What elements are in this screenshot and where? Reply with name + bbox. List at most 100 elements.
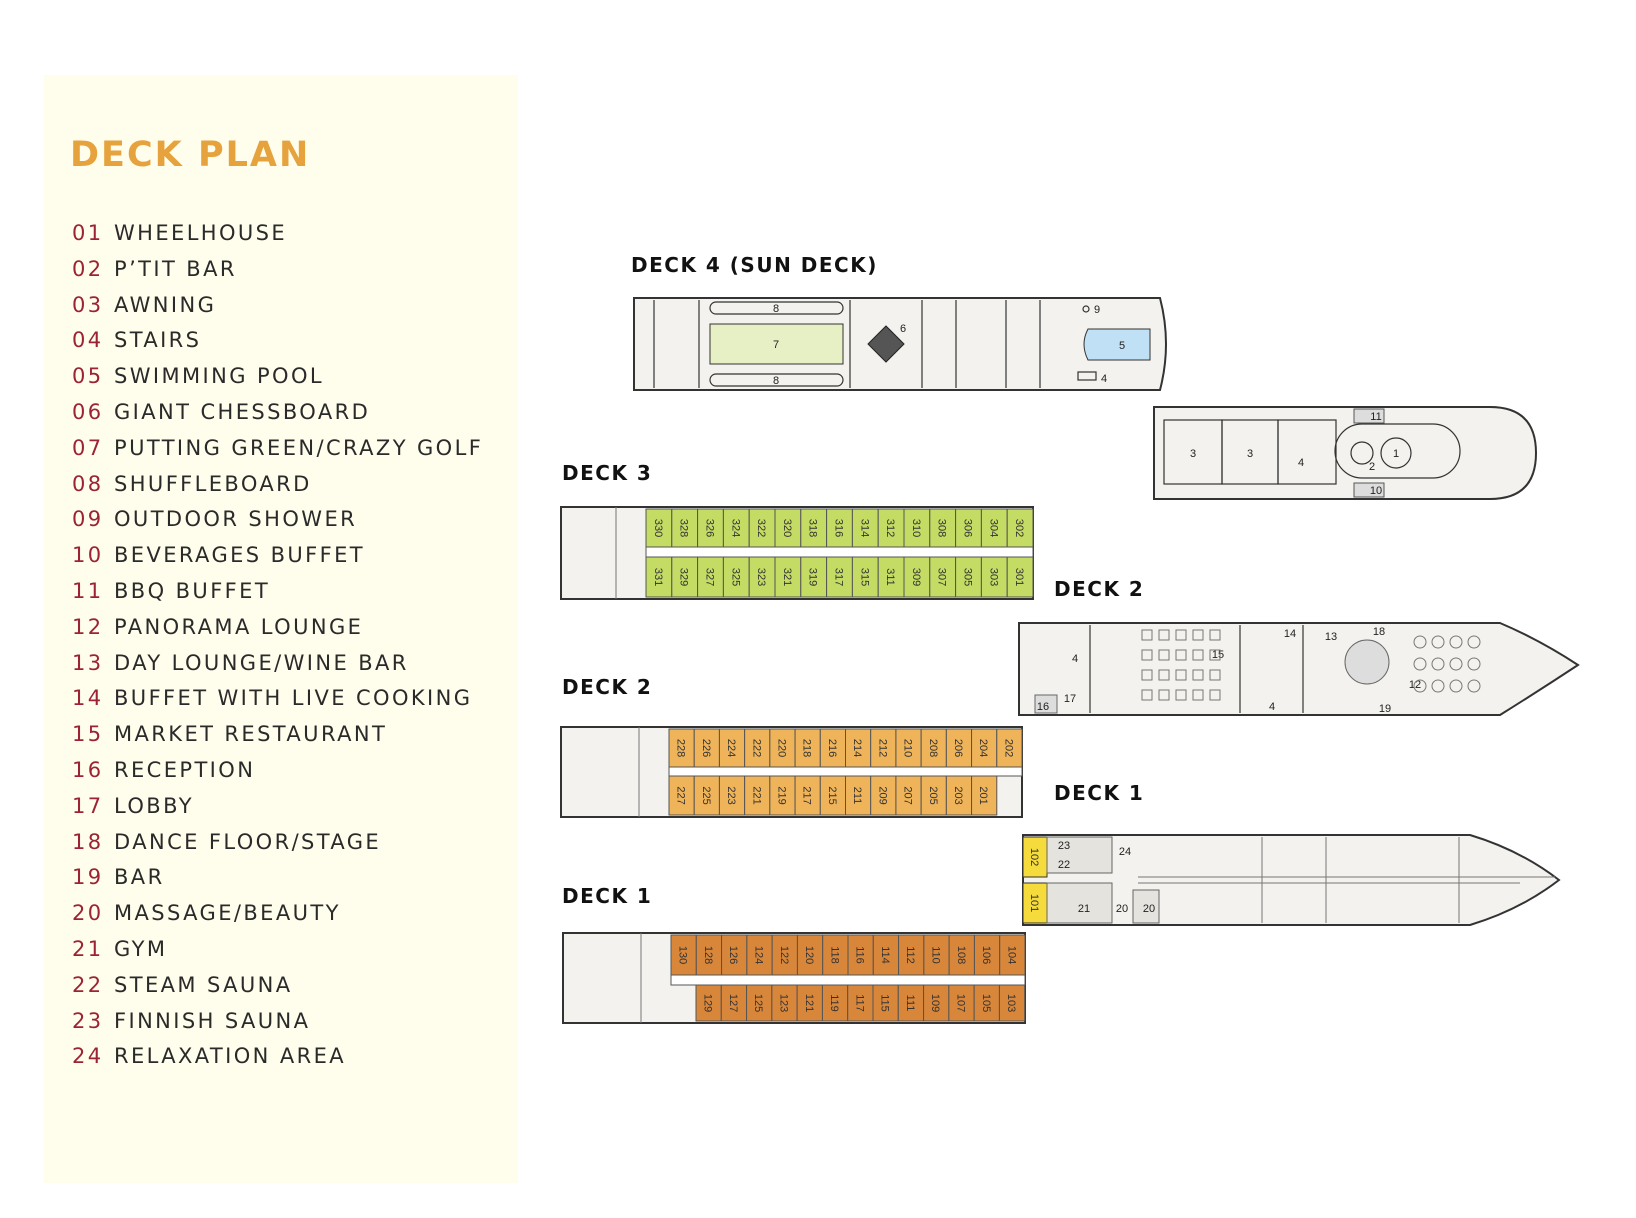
cabin-number: 123 [778,994,790,1012]
cabin-109 [923,984,950,1022]
cabin-306 [955,508,982,548]
mark: 10 [1370,485,1382,497]
cabin-327 [697,556,724,598]
cabin-103 [998,984,1026,1022]
cabin-number: 114 [879,946,891,964]
cabin-number: 307 [936,568,948,586]
cabin-228 [668,728,695,768]
cabin-124 [746,934,773,976]
legend-number: 10 [72,543,104,568]
legend-item: 21 GYM [72,937,483,973]
legend-label: RELAXATION AREA [114,1044,347,1069]
cabin-117 [847,984,874,1022]
cabin-number: 321 [781,568,793,586]
cabin-number: 203 [952,786,964,804]
putting-green [709,323,844,365]
cabin-number: 328 [678,519,690,537]
legend-number: 21 [72,936,104,961]
deck2-overview-label: DECK 2 [1054,577,1145,601]
table-icon [1449,635,1463,649]
table-icon [1209,689,1221,701]
legend-label: STEAM SAUNA [114,972,293,997]
cabin-number: 331 [652,568,664,586]
legend-label: RECEPTION [114,757,256,782]
cabin-number: 219 [775,786,787,804]
cabin-number: 322 [755,519,767,537]
mark: 4 [1072,653,1078,665]
cabin-number: 221 [750,786,762,804]
cabin-number: 330 [652,519,664,537]
cabin-312 [877,508,905,548]
cabin-206 [945,728,973,768]
cabin-number: 121 [803,994,815,1012]
cabin-number: 104 [1005,946,1017,964]
table-icon [1175,689,1187,701]
cabin-label: 102 [1028,848,1040,866]
cabin-number: 103 [1005,994,1017,1012]
deck4-aft: 8 7 8 6 9 5 4 [633,297,1167,391]
cabin-315 [851,556,879,598]
deck4-label: DECK 4 (SUN DECK) [631,253,878,277]
corridor [668,766,1023,777]
cabin-number: 326 [704,519,716,537]
cabin-303 [980,556,1008,598]
cabin-number: 128 [702,946,714,964]
legend-label: STAIRS [114,328,202,353]
legend-number: 18 [72,829,104,854]
mark: 13 [1325,631,1337,643]
cabin-227 [668,775,695,816]
cabin-number: 224 [725,739,737,757]
legend-number: 04 [72,328,104,353]
mark: 4 [1101,373,1107,385]
cabin-106 [973,934,1001,976]
cabin-number: 226 [700,739,712,757]
cabin-number: 201 [977,786,989,804]
legend-label: MARKET RESTAURANT [114,722,388,747]
cabin-number: 310 [910,519,922,537]
cabin-116 [847,934,874,976]
legend-number: 05 [72,364,104,389]
legend-number: 01 [72,221,104,245]
mark: 8 [773,303,779,315]
legend-label: PANORAMA LOUNGE [114,614,364,639]
legend-number: 07 [72,435,104,460]
cabin-127 [720,984,748,1022]
cabin-201 [971,775,998,816]
mark: 8 [773,375,779,387]
cabin-324 [722,508,750,548]
table-icon [1158,629,1170,641]
cabin-number: 312 [884,519,896,537]
table-icon [1431,657,1445,671]
mark: 20 [1116,903,1128,915]
dance-floor [1344,639,1390,685]
cabin-307 [929,556,957,598]
legend-label: GYM [114,936,168,961]
mark: 7 [773,339,779,351]
cabin-number: 124 [753,946,765,964]
cabin-125 [746,984,773,1022]
cabin-number: 309 [910,568,922,586]
cabin-number: 118 [828,946,840,964]
cabin-128 [695,934,723,976]
mark: 22 [1058,859,1070,871]
table-icon [1175,669,1187,681]
cabin-number: 208 [927,739,939,757]
cabin-330 [645,508,673,548]
cabin-number: 215 [826,786,838,804]
cabin-number: 316 [833,519,845,537]
cabin-number: 115 [879,994,891,1012]
cabin-203 [945,775,973,816]
cabin-label: 101 [1028,894,1040,912]
deck1-overview-label: DECK 1 [1054,781,1145,805]
